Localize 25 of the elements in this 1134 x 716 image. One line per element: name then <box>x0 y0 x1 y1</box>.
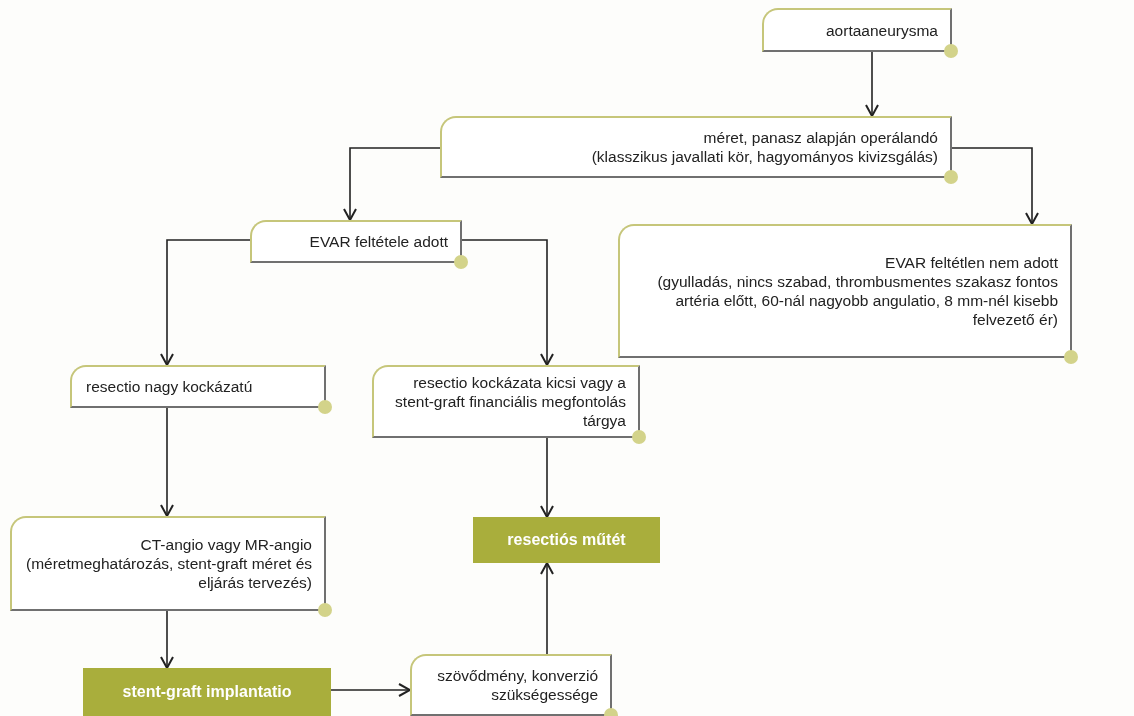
arrow <box>951 147 1039 225</box>
node-text: (klasszikus javallati kör, hagyományos kivizsgálás) <box>590 147 938 166</box>
node-text: szövődmény, konverzió szükségessége <box>436 666 598 704</box>
arrow <box>330 683 411 697</box>
node-text: resectio kockázata kicsi vagy a stent-graft financiális megfontolás tárgya <box>394 373 626 430</box>
node-text: stent-graft implantatio <box>122 683 292 701</box>
arrow <box>865 51 879 117</box>
outcome-box <box>473 517 660 563</box>
node-text: CT-angio vagy MR-angio <box>139 535 312 554</box>
outcome-box <box>83 668 331 716</box>
node-text: resectiós műtét <box>507 531 626 549</box>
arrow <box>461 239 554 366</box>
node-text: (gyulladás, nincs szabad, thrombusmentes szakasz fontos artéria előtt, 60-nál nagyobb angulatio, 8 mm-nél kisebb felvezető ér) <box>656 272 1058 329</box>
node-text: (méretmeghatározás, stent-graft méret és eljárás tervezés) <box>26 554 312 592</box>
arrow <box>160 407 174 517</box>
arrow <box>160 610 174 669</box>
arrow <box>540 437 554 518</box>
arrow <box>540 562 554 655</box>
arrow <box>160 239 251 366</box>
arrow <box>343 147 441 221</box>
node-text: EVAR feltétele adott <box>308 232 448 251</box>
node-text: EVAR feltétlen nem adott <box>884 253 1058 272</box>
node-text: méret, panasz alapján operálandó <box>702 128 938 147</box>
node-text: aortaaneurysma <box>825 20 938 40</box>
node-text: resectio nagy kockázatú <box>86 377 254 396</box>
